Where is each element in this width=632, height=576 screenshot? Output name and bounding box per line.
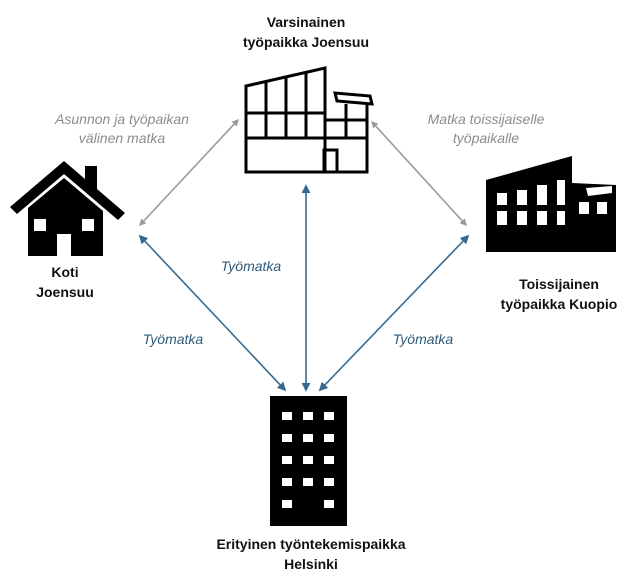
- edge-label-home-main-line1: Asunnon ja työpaikan: [55, 111, 189, 127]
- arrow-home-special: [138, 234, 287, 392]
- special-workplace-label-line2: Helsinki: [284, 556, 338, 572]
- edge-label-main-special: Työmatka: [220, 258, 282, 274]
- special-workplace-label: Erityinen työntekemispaikka Helsinki: [166, 534, 456, 574]
- arrow-main-office-secondary: [371, 120, 467, 227]
- main-office-label-line1: Varsinainen: [266, 14, 346, 30]
- secondary-office-label: Toissijainen työpaikka Kuopio: [488, 274, 630, 314]
- arrow-secondary-special: [318, 234, 470, 392]
- main-office-label-line2: työpaikka Joensuu: [242, 34, 370, 50]
- home-label: Koti Joensuu: [20, 262, 110, 302]
- arrow-home-main-office: [139, 118, 239, 227]
- house-icon: [10, 161, 125, 256]
- edge-label-home-main: Asunnon ja työpaikan välinen matka: [22, 110, 222, 148]
- edge-label-main-secondary-line1: Matka toissijaiselle: [427, 111, 545, 127]
- edge-label-home-main-line2: välinen matka: [78, 130, 166, 146]
- special-workplace-label-line1: Erityinen työntekemispaikka: [216, 536, 406, 552]
- home-label-line2: Joensuu: [36, 284, 94, 300]
- office-building-icon: [244, 66, 374, 174]
- edge-label-home-special: Työmatka: [142, 331, 204, 347]
- edge-label-secondary-special: Työmatka: [392, 331, 454, 347]
- factory-icon: [486, 156, 616, 252]
- secondary-office-label-line1: Toissijainen: [519, 276, 599, 292]
- tower-building-icon: [270, 396, 347, 526]
- home-label-line1: Koti: [51, 264, 79, 280]
- edge-label-main-secondary: Matka toissijaiselle työpaikalle: [390, 110, 582, 148]
- secondary-office-label-line2: työpaikka Kuopio: [500, 296, 618, 312]
- main-office-label: Varsinainen työpaikka Joensuu: [216, 12, 396, 52]
- edge-label-main-secondary-line2: työpaikalle: [452, 130, 520, 146]
